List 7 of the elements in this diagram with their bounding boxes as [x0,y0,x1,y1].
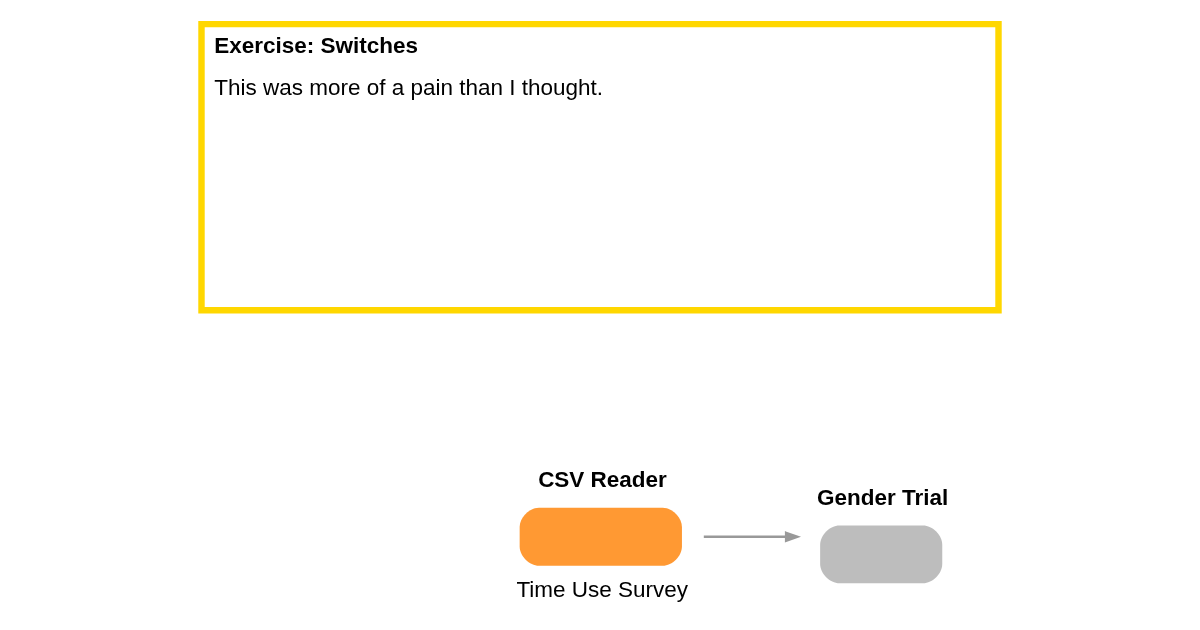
node-label: Time Use Survey [516,576,689,602]
node-label: Gender Trial [816,484,949,510]
node-label: CSV Reader [538,467,667,493]
node-box [820,525,943,584]
arrow [703,531,801,543]
node-box: Exercise: Switches This was more of a pain than I thought. [198,20,1002,314]
node-box [519,507,682,566]
